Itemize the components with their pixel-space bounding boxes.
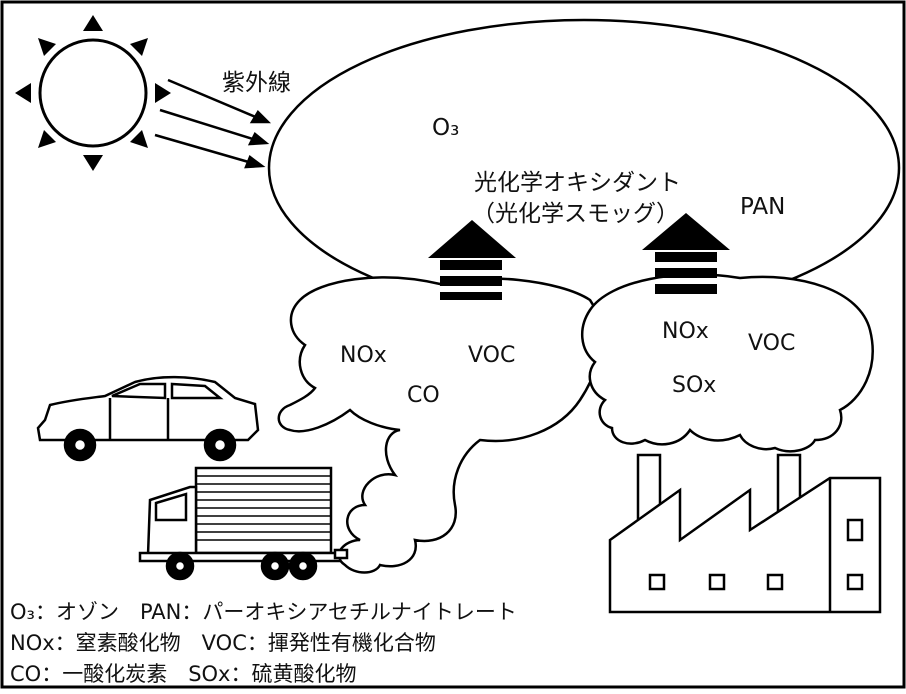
right-exhaust-cloud <box>581 273 874 453</box>
o3-label: O₃ <box>432 115 459 141</box>
oxidant-ellipse <box>267 18 901 318</box>
left-voc-label: VOC <box>468 343 515 368</box>
pan-label: PAN <box>740 194 785 220</box>
legend-line-1: O₃：オゾン PAN：パーオキシアセチルナイトレート <box>10 600 517 624</box>
left-co-label: CO <box>407 383 440 408</box>
uv-label: 紫外線 <box>222 70 291 96</box>
up-arrow-right <box>642 213 730 294</box>
legend-line-2: NOx：窒素酸化物 VOC：揮発性有機化合物 <box>10 631 436 655</box>
car-icon <box>36 375 260 462</box>
uv-rays <box>154 78 272 169</box>
oxidant-label: 光化学オキシダント <box>474 170 681 196</box>
left-nox-label: NOx <box>340 343 387 368</box>
right-sox-label: SOx <box>672 373 716 398</box>
up-arrow-left <box>428 220 516 300</box>
sun-icon <box>15 15 171 171</box>
factory-icon <box>608 453 882 614</box>
smog-label: （光化学スモッグ） <box>472 201 679 227</box>
legend-line-3: CO：一酸化炭素 SOx：硫黄酸化物 <box>10 662 357 686</box>
right-nox-label: NOx <box>662 319 709 344</box>
truck-icon <box>138 466 349 581</box>
right-voc-label: VOC <box>748 331 795 356</box>
